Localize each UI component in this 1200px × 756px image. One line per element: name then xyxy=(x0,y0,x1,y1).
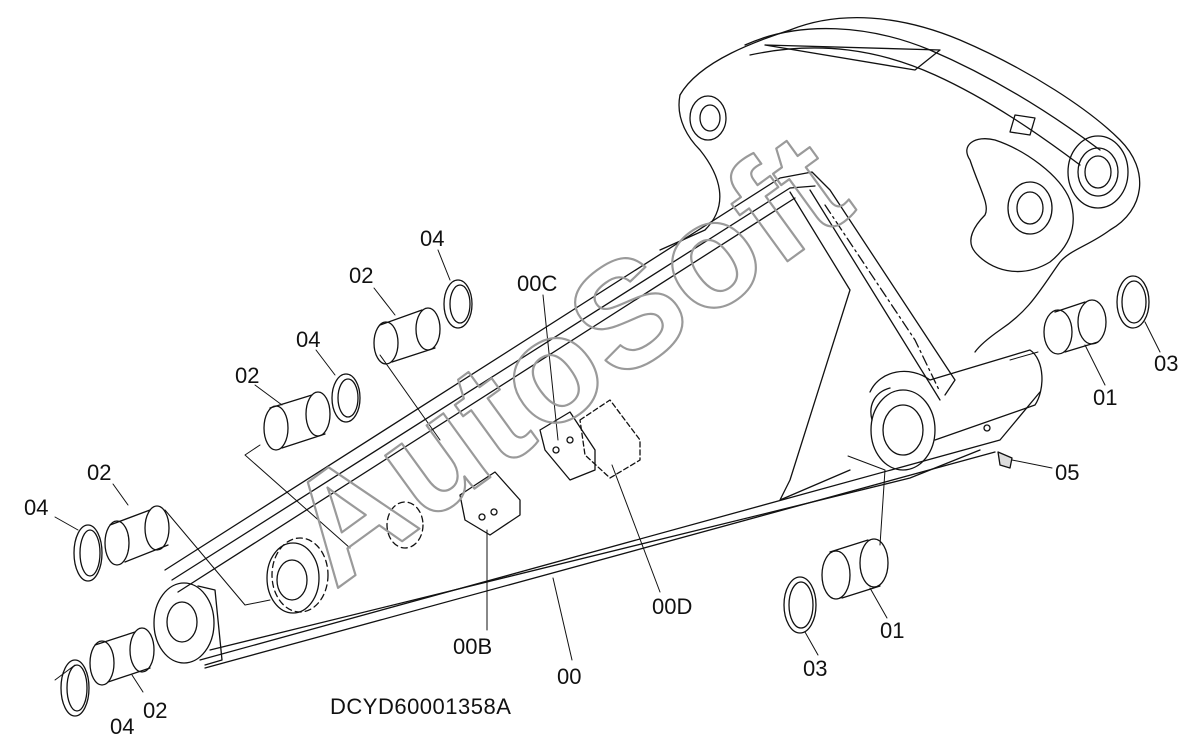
callout-05: 05 xyxy=(1055,460,1079,485)
callout-01: 01 xyxy=(880,618,904,643)
callout-04: 04 xyxy=(420,226,444,251)
plate-00c xyxy=(539,411,596,481)
plate-00d xyxy=(579,399,641,479)
bushing-01-a xyxy=(1043,299,1107,355)
bushing-02-b xyxy=(89,627,155,686)
shim-04-group xyxy=(60,279,473,717)
leader-lines xyxy=(54,249,1161,693)
bushing-02-c xyxy=(263,391,331,451)
callout-00d: 00D xyxy=(652,594,692,619)
callout-00c: 00C xyxy=(517,271,557,296)
callout-02: 02 xyxy=(87,460,111,485)
callout-04: 04 xyxy=(296,327,320,352)
shim-03-group xyxy=(783,275,1150,634)
callout-02: 02 xyxy=(235,363,259,388)
bushing-02-a xyxy=(104,505,170,566)
callout-03: 03 xyxy=(1154,351,1178,376)
callout-02: 02 xyxy=(143,698,167,723)
bushing-01-b xyxy=(821,538,889,600)
callout-03: 03 xyxy=(803,656,827,681)
callout-00: 00 xyxy=(557,664,581,689)
callout-00b: 00B xyxy=(453,634,492,659)
plate-00b xyxy=(459,471,521,536)
callout-04: 04 xyxy=(24,495,48,520)
bushing-02-d xyxy=(373,307,441,365)
callout-01: 01 xyxy=(1093,385,1117,410)
callout-labels: 04 02 04 02 02 04 02 04 00C 00D 00B 00 0… xyxy=(24,226,1178,739)
watermark: AutoSoft xyxy=(255,98,879,615)
callout-02: 02 xyxy=(349,263,373,288)
drawing-number: DCYD60001358A xyxy=(330,694,511,719)
arm-body xyxy=(153,17,1141,669)
callout-04: 04 xyxy=(110,714,134,739)
explosion-lines xyxy=(164,351,1039,606)
